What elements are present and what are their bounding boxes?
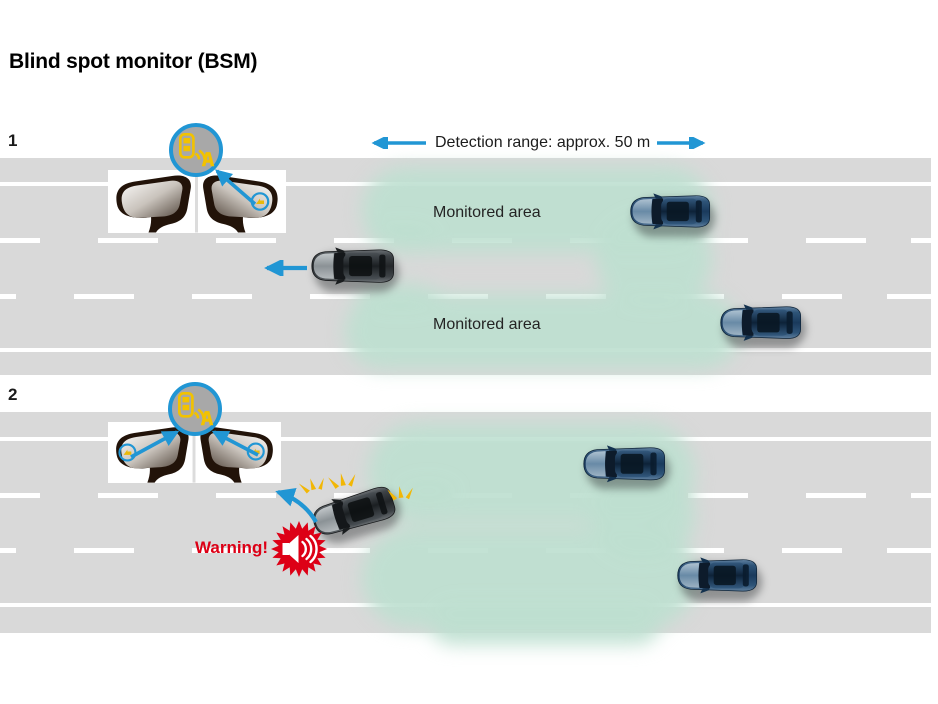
- other-car-icon: [717, 303, 803, 342]
- door-mirrors-icon: [116, 172, 278, 233]
- bsm-indicator-callout: [168, 382, 222, 436]
- scene2-other-vehicle-bottom: [674, 556, 762, 602]
- detection-range-header: Detection range: approx. 50 m: [362, 134, 715, 152]
- other-car-icon: [627, 192, 712, 231]
- monitored-area-label-top: Monitored area: [433, 204, 541, 221]
- scene2-other-vehicle-top: [580, 444, 670, 490]
- scene2-label: 2: [8, 385, 18, 404]
- monitored-area-label-bottom: Monitored area: [433, 316, 541, 333]
- lane-marking-dashed: [0, 238, 931, 243]
- scene1-own-vehicle: [308, 246, 399, 293]
- lane-marking-dashed: [0, 548, 931, 553]
- lane-marking-dashed: [0, 294, 931, 299]
- lane-change-arrow: [275, 488, 318, 524]
- detection-range-text: Detection range: approx. 50 m: [435, 134, 651, 151]
- scene1-other-vehicle-top: [627, 192, 715, 238]
- audible-warning-icon: [271, 521, 327, 577]
- scene1-other-vehicle-bottom: [717, 303, 806, 349]
- other-car-icon: [580, 444, 667, 484]
- warning-label: Warning!: [194, 538, 268, 557]
- travel-direction-arrow: [264, 260, 307, 276]
- indicator-callout-arrow: [215, 169, 257, 206]
- scene1-mirror-card: [108, 170, 286, 233]
- lane-marking-solid: [0, 348, 931, 352]
- scene1-label: 1: [8, 131, 18, 150]
- own-car-icon: [308, 246, 396, 286]
- speaker-icon: [282, 534, 318, 564]
- lane-marking-dashed: [0, 493, 931, 498]
- range-arrow-left-icon: [371, 137, 426, 149]
- other-car-icon: [674, 556, 759, 595]
- page-title: Blind spot monitor (BSM): [9, 50, 258, 73]
- door-mirrors-icon: [116, 424, 273, 483]
- indicator-callout-arrows: [130, 430, 259, 459]
- range-arrow-right-icon: [657, 137, 706, 149]
- lane-marking-solid: [0, 603, 931, 607]
- bsm-indicator-callout: [169, 123, 223, 177]
- turn-signal-flash-icon: [386, 485, 414, 502]
